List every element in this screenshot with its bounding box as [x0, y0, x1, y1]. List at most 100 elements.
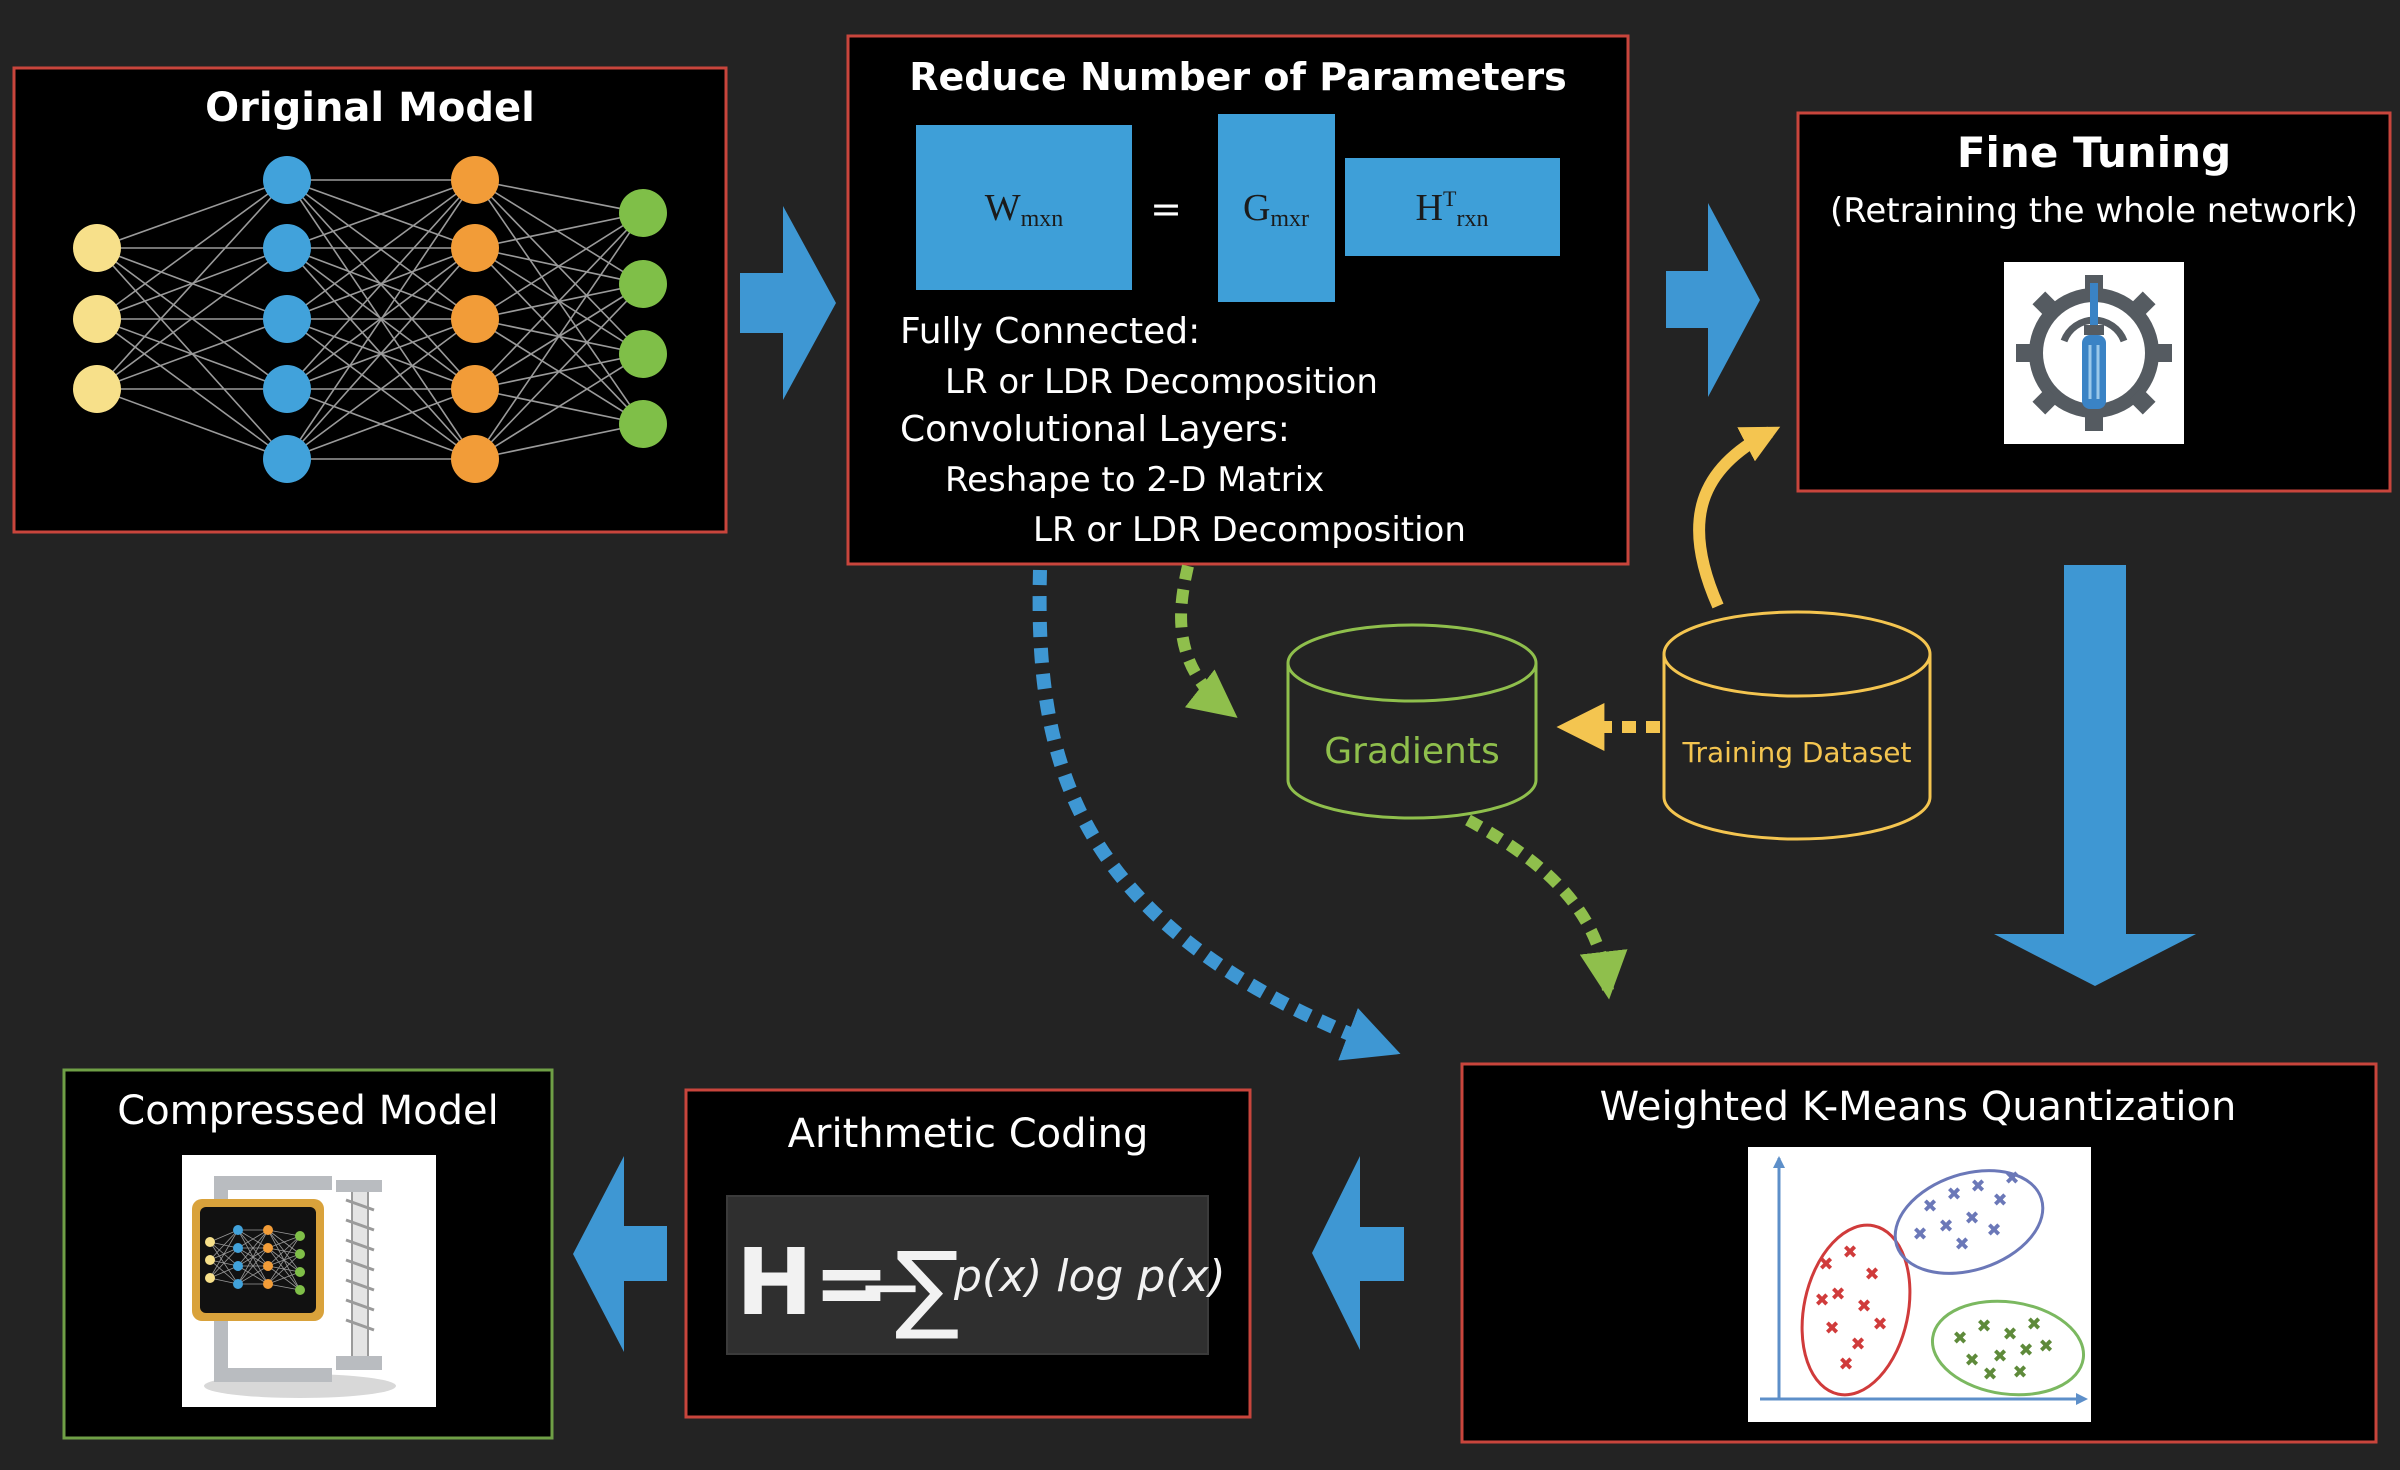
neural-network-icon	[73, 156, 667, 483]
cluster-point: ✖	[1952, 1328, 1967, 1349]
formula-rest: p(x) log p(x)	[953, 1251, 1226, 1302]
network-edge	[267, 1235, 301, 1249]
compressed-box: Compressed Model	[62, 1068, 554, 1440]
gear-screwdriver-icon	[2004, 262, 2184, 444]
cluster-point: ✖	[2018, 1340, 2033, 1361]
gradients-label: Gradients	[1324, 731, 1499, 772]
cluster-point: ✖	[1954, 1234, 1969, 1255]
arith-title: Arithmetic Coding	[788, 1111, 1149, 1157]
svg-text:Gmxr: Gmxr	[1243, 187, 1309, 232]
network-node	[451, 224, 499, 272]
fine-tuning-subtitle: (Retraining the whole network)	[1830, 191, 2358, 231]
svg-text:HTrxn: HTrxn	[1416, 186, 1489, 232]
dotted-green-arrow-bottom	[1465, 814, 1628, 1000]
cluster-point: ✖	[1964, 1350, 1979, 1371]
cluster-point: ✖	[2012, 1362, 2027, 1383]
network-edge	[237, 1229, 269, 1267]
network-node	[233, 1279, 243, 1289]
matrix-g-label: G	[1243, 187, 1270, 229]
network-edge	[267, 1283, 301, 1291]
network-edge	[237, 1265, 269, 1285]
network-edge	[474, 179, 644, 214]
network-edge	[474, 212, 644, 249]
network-node	[263, 1243, 273, 1253]
network-node	[73, 224, 121, 272]
network-edge	[96, 179, 288, 320]
cluster-point: ✖	[1912, 1224, 1927, 1245]
network-node	[263, 1225, 273, 1235]
reduce-line-5: LR or LDR Decomposition	[1033, 510, 1466, 550]
matrix-g	[1218, 114, 1335, 302]
cluster-point: ✖	[2002, 1324, 2017, 1345]
original-model-title: Original Model	[205, 85, 535, 131]
cluster-point: ✖	[1992, 1190, 2007, 1211]
dotted-green-arrow-top	[1175, 564, 1238, 718]
reduce-line-3: Convolutional Layers:	[900, 409, 1290, 450]
network-node	[263, 295, 311, 343]
network-node	[205, 1273, 215, 1283]
solid-yellow-arrow	[1693, 426, 1781, 609]
matrix-g-sub: mxr	[1270, 206, 1309, 232]
cluster-point: ✖	[1992, 1346, 2007, 1367]
cluster-point: ✖	[1838, 1354, 1853, 1375]
network-node	[233, 1243, 243, 1253]
cluster-point: ✖	[1864, 1264, 1879, 1285]
network-edge	[267, 1271, 301, 1285]
cluster-plot-icon: ✖✖✖✖✖✖✖✖✖✖✖✖✖✖✖✖✖✖✖✖✖✖✖✖✖✖✖✖✖✖	[1748, 1147, 2091, 1422]
network-edge	[286, 388, 476, 460]
network-edge	[474, 283, 644, 460]
network-node	[619, 260, 667, 308]
arrow-left-1	[1312, 1156, 1404, 1350]
cluster-point: ✖	[2038, 1336, 2053, 1357]
network-node	[295, 1249, 305, 1259]
network-edge	[209, 1229, 239, 1279]
fine-tuning-title: Fine Tuning	[1957, 128, 2231, 177]
cluster-point: ✖	[2026, 1314, 2041, 1335]
network-node	[73, 295, 121, 343]
network-node	[451, 435, 499, 483]
network-edge	[237, 1247, 269, 1285]
cluster-point: ✖	[1946, 1184, 1961, 1205]
matrix-w-sub: mxn	[1021, 206, 1064, 232]
cluster-point: ✖	[1818, 1254, 1833, 1275]
cluster-point: ✖	[1982, 1364, 1997, 1385]
training-dataset-label: Training Dataset	[1681, 736, 1911, 769]
kmeans-title: Weighted K-Means Quantization	[1600, 1084, 2237, 1130]
matrix-h-label: H	[1416, 187, 1443, 229]
matrix-h-sub: rxn	[1456, 206, 1488, 232]
cluster-point: ✖	[1922, 1196, 1937, 1217]
cluster-point: ✖	[1986, 1220, 2001, 1241]
network-node	[263, 435, 311, 483]
reduce-line-2: LR or LDR Decomposition	[945, 362, 1378, 402]
network-node	[263, 156, 311, 204]
network-edge	[209, 1247, 239, 1279]
network-edge	[96, 318, 288, 390]
network-node	[263, 1261, 273, 1271]
reduce-line-1: Fully Connected:	[900, 311, 1200, 352]
cluster-point: ✖	[1964, 1208, 1979, 1229]
fine-tuning-box: Fine Tuning (Retraining the whole networ…	[1796, 111, 2392, 493]
formula-h: H=	[736, 1229, 890, 1336]
cluster-point: ✖	[1814, 1290, 1829, 1311]
matrix-h	[1345, 158, 1560, 256]
arrow-down-1	[1994, 565, 2196, 986]
arrow-left-2	[573, 1156, 667, 1352]
network-edge	[96, 247, 288, 390]
network-edge	[474, 423, 644, 460]
network-edge	[286, 179, 476, 320]
network-edge	[209, 1229, 239, 1243]
matrix-w-label: W	[985, 187, 1021, 229]
network-edge	[474, 179, 644, 285]
cluster-point: ✖	[1850, 1334, 1865, 1355]
arith-box: Arithmetic Coding H= − ∑ p(x) log p(x)	[684, 1088, 1252, 1419]
network-edge	[286, 179, 476, 460]
arrow-right-1	[740, 206, 836, 400]
reduce-params-box: Reduce Number of Parameters Wmxn = Gmxr …	[846, 34, 1630, 566]
network-edge	[474, 353, 644, 460]
dotted-blue-arrow	[1032, 569, 1401, 1061]
cluster-point: ✖	[1856, 1296, 1871, 1317]
network-edge	[474, 212, 644, 320]
network-node	[205, 1255, 215, 1265]
network-edge	[237, 1229, 269, 1285]
